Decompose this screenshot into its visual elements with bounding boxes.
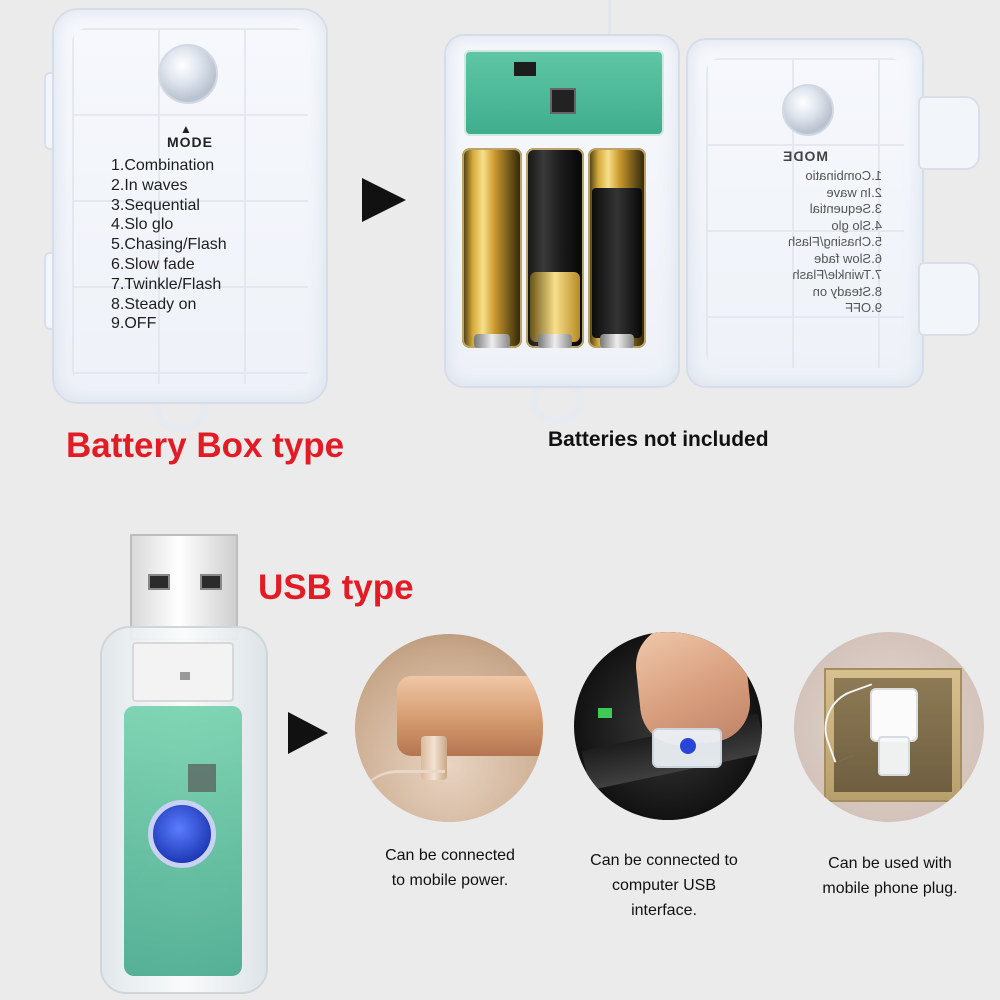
usb-slot	[148, 574, 170, 590]
usb-type-label: USB type	[258, 568, 414, 607]
usb-port-light	[598, 708, 612, 718]
battery-box-open-lid: MODE 1.Combinatio 2.In wave 3.Sequential…	[686, 38, 924, 388]
mode-item: 3.Sequential	[111, 196, 200, 214]
usb-controller-body	[100, 626, 268, 994]
caption-line: mobile phone plug.	[822, 880, 958, 897]
mode-title: MODE	[167, 134, 213, 150]
arrow-right-icon	[362, 178, 406, 222]
mirrored-mode-item: 4.Slo glo	[831, 217, 882, 233]
mirrored-mode-item: 5.Chasing/Flash	[788, 234, 882, 249]
lid-mirrored-mode-list: 1.Combinatio 2.In wave 3.Sequential 4.Sl…	[702, 168, 882, 317]
caption-line: Can be connected to	[590, 852, 738, 869]
caption-mobile-power: Can be connected to mobile power.	[340, 843, 560, 893]
caption-line: to mobile power.	[391, 872, 509, 889]
mode-list: 1.Combination 2.In waves 3.Sequential 4.…	[111, 156, 311, 334]
usb-plug-insert	[132, 642, 234, 702]
battery-box-type-label: Battery Box type	[66, 426, 345, 465]
pcb-ic	[514, 62, 536, 76]
aa-battery	[588, 148, 646, 348]
mirrored-mode-item: 7.Twinkle/Flash	[792, 267, 882, 282]
lid-latch-bottom	[918, 262, 980, 336]
power-bank	[397, 676, 543, 756]
usb-ic	[188, 764, 216, 792]
caption-line: computer USB	[611, 877, 717, 894]
caption-line: Can be used with	[828, 855, 952, 872]
mode-item: 4.Slo glo	[111, 216, 174, 234]
usb-controller-in-charger	[878, 736, 910, 776]
phone-charger	[870, 688, 918, 742]
mirrored-mode-item: 9.OFF	[845, 300, 882, 315]
wall-plug-photo	[794, 632, 984, 822]
battery-box-closed: ▲ MODE 1.Combination 2.In waves 3.Sequen…	[52, 8, 328, 404]
aa-battery	[526, 148, 584, 348]
mode-item: 5.Chasing/Flash	[111, 236, 227, 254]
mode-item: 7.Twinkle/Flash	[111, 275, 222, 293]
lid-button-dome	[782, 84, 834, 136]
caption-phone-plug: Can be used with mobile phone plug.	[780, 851, 1000, 901]
mode-item: 9.OFF	[111, 315, 157, 333]
mode-switch-chip	[550, 88, 576, 114]
mode-item: 8.Steady on	[111, 295, 197, 313]
mode-item: 1.Combination	[111, 157, 215, 174]
arrow-right-icon	[288, 712, 328, 754]
power-bank-photo	[355, 634, 543, 822]
mirrored-mode-item: 2.In wave	[826, 184, 882, 200]
usb-connector	[130, 534, 238, 640]
mode-button-dome	[158, 44, 218, 104]
batteries-not-included-note: Batteries not included	[548, 428, 769, 451]
mode-item: 6.Slow fade	[111, 255, 195, 273]
lid-latch-top	[918, 96, 980, 170]
mirrored-mode-item: 1.Combinatio	[805, 168, 882, 183]
mirrored-mode-item: 6.Slow fade	[814, 250, 882, 266]
circuit-board	[464, 50, 664, 136]
mode-arrow-icon: ▲	[180, 122, 192, 136]
mirrored-mode-item: 3.Sequential	[809, 201, 882, 216]
cable-wire	[355, 770, 445, 813]
battery-box-open-tray	[444, 34, 680, 388]
mirrored-mode-item: 8.Steady on	[812, 283, 882, 299]
aa-battery	[462, 148, 522, 348]
usb-controller-inserted	[652, 728, 722, 768]
usb-slot	[200, 574, 222, 590]
mode-item: 2.In waves	[111, 176, 188, 194]
computer-usb-photo	[574, 632, 762, 820]
caption-line: Can be connected	[385, 847, 515, 864]
caption-line: interface.	[631, 902, 697, 919]
lid-mode-title: MODE	[782, 148, 828, 164]
mode-button[interactable]	[148, 800, 216, 868]
caption-computer-usb: Can be connected to computer USB interfa…	[554, 848, 774, 923]
